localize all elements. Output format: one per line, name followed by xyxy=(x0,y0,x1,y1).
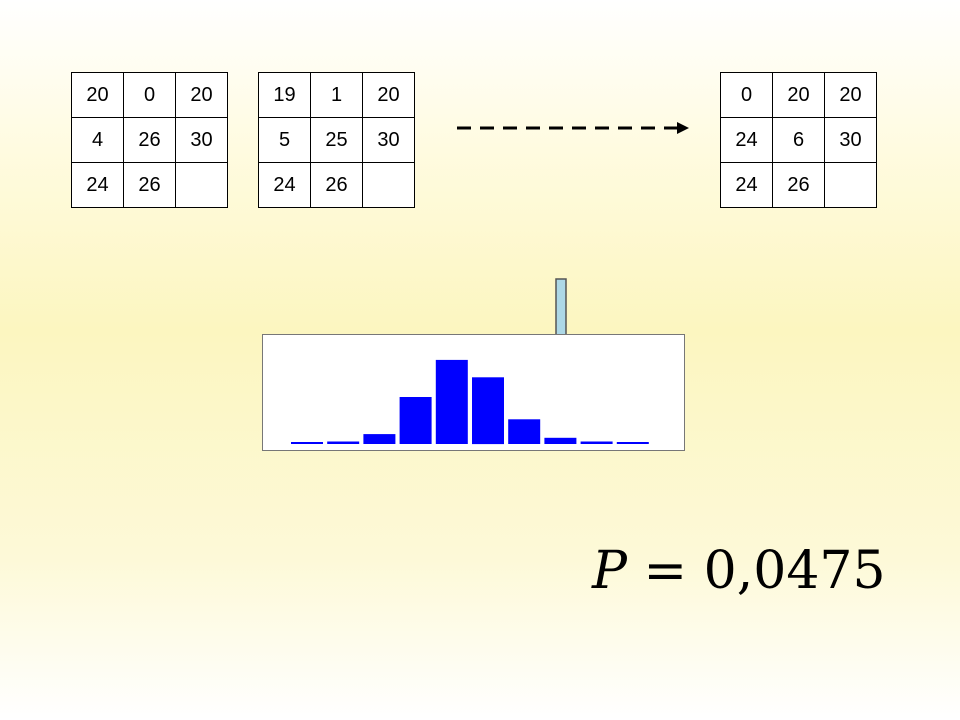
matrix-3-cell: 20 xyxy=(824,72,877,118)
matrix-2-cell: 26 xyxy=(310,162,363,208)
matrix-1-cell: 4 xyxy=(71,117,124,163)
p-value: 0,0475 xyxy=(703,541,886,601)
matrix-1: 20 0 20 4 26 30 24 26 xyxy=(71,72,228,208)
matrix-3-cell: 20 xyxy=(772,72,825,118)
histogram-bar xyxy=(435,359,468,444)
p-value-formula: P = 0,0475 xyxy=(592,545,886,597)
matrix-1-cell: 26 xyxy=(123,117,176,163)
histogram-bar xyxy=(327,441,360,444)
matrix-2-cell: 19 xyxy=(258,72,311,118)
histogram-bar xyxy=(399,397,432,444)
equals-sign: = xyxy=(643,541,688,601)
histogram-bar xyxy=(363,434,396,444)
matrix-2-cell: 1 xyxy=(310,72,363,118)
matrix-1-cell xyxy=(175,162,228,208)
histogram-bar xyxy=(472,377,504,445)
matrix-2-cell: 20 xyxy=(362,72,415,118)
matrix-3-cell: 0 xyxy=(720,72,773,118)
histogram-panel xyxy=(262,334,685,451)
matrix-2-cell: 30 xyxy=(362,117,415,163)
matrix-2-cell: 5 xyxy=(258,117,311,163)
matrix-3: 0 20 20 24 6 30 24 26 xyxy=(720,72,877,208)
matrix-3-cell: 24 xyxy=(720,117,773,163)
matrix-2-cell: 25 xyxy=(310,117,363,163)
matrix-3-cell xyxy=(824,162,877,208)
matrix-1-cell: 30 xyxy=(175,117,228,163)
matrix-3-cell: 26 xyxy=(772,162,825,208)
matrix-3-cell: 30 xyxy=(824,117,877,163)
histogram-bar xyxy=(544,437,577,444)
matrix-2: 19 1 20 5 25 30 24 26 xyxy=(258,72,415,208)
matrix-1-cell: 20 xyxy=(71,72,124,118)
histogram-bar xyxy=(616,442,649,444)
histogram-bar xyxy=(508,419,541,444)
matrix-3-cell: 6 xyxy=(772,117,825,163)
matrix-2-cell: 24 xyxy=(258,162,311,208)
p-symbol: P xyxy=(592,541,627,601)
histogram-bar xyxy=(580,441,613,444)
matrix-1-cell: 0 xyxy=(123,72,176,118)
matrix-1-cell: 26 xyxy=(123,162,176,208)
matrix-3-cell: 24 xyxy=(720,162,773,208)
matrix-1-cell: 20 xyxy=(175,72,228,118)
histogram-bar xyxy=(291,442,323,444)
matrix-1-cell: 24 xyxy=(71,162,124,208)
matrix-2-cell xyxy=(362,162,415,208)
dashed-arrow-icon xyxy=(457,122,689,134)
histogram-chart xyxy=(291,359,649,445)
